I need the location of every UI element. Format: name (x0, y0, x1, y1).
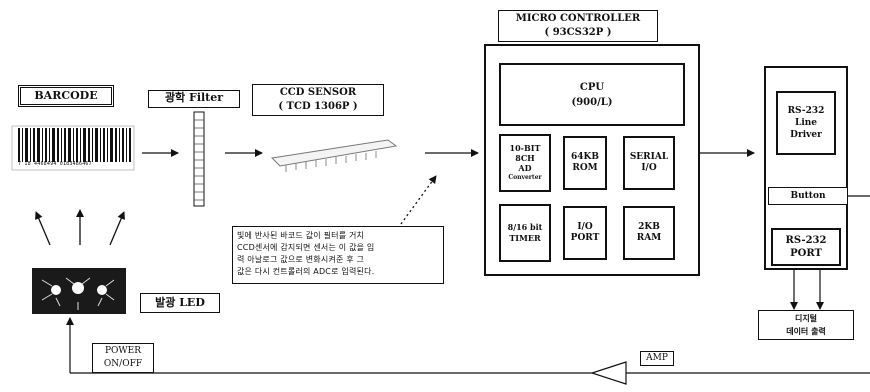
serial-io-block: SERIAL I/O (623, 136, 675, 190)
rs232-port: RS-232 PORT (771, 228, 841, 266)
amp-triangle (590, 361, 627, 385)
digital-output-label: 디지털 데이터 출력 (758, 310, 854, 340)
arrow-led-up-right (109, 211, 125, 246)
timer-title: TIMER (509, 233, 541, 243)
barcode-graphic (11, 125, 135, 171)
driver-line: RS-232 (787, 106, 825, 116)
io-sub: PORT (570, 233, 600, 243)
barcode-digits: 7 18 4468494 0183486467 (18, 161, 92, 167)
serial-title: SERIAL (629, 152, 669, 162)
button[interactable]: Button (768, 187, 848, 205)
optical-filter-label: 광학 Filter (148, 90, 240, 108)
ccd-sensor-label: CCD SENSOR ( TCD 1306P ) (252, 84, 384, 116)
note-line: 빛에 반사된 바코드 값이 필터를 거치 (237, 231, 365, 240)
port-sub: PORT (790, 248, 822, 259)
arrow-led-up-left (35, 211, 51, 246)
io-port-block: I/O PORT (563, 206, 607, 260)
power-switch-label[interactable]: POWER ON/OFF (92, 343, 154, 373)
digital-out-line: 디지털 (794, 314, 818, 323)
driver-line: Line (794, 118, 818, 128)
ccd-description-note: 빛에 반사된 바코드 값이 필터를 거치 CCD센서에 감지되면 센서는 이 값… (232, 226, 444, 284)
timer-bits: 8/16 bit (507, 222, 543, 232)
amp-label: AMP (640, 351, 674, 366)
cpu-title: CPU (579, 81, 605, 93)
ram-size: 2KB (638, 222, 660, 232)
note-line: 값은 다시 컨트롤러의 ADC로 입력된다. (237, 267, 375, 276)
note-pointer (397, 175, 437, 229)
mcu-label: MICRO CONTROLLER ( 93CS32P ) (498, 10, 658, 42)
ccd-sensor-title: CCD SENSOR (279, 87, 357, 98)
rom-type: ROM (572, 163, 598, 173)
led-graphic (32, 268, 126, 314)
cpu-block: CPU (900/L) (499, 63, 685, 126)
note-line: 력 아날로그 값으로 변화시켜준 후 그 (237, 255, 365, 264)
note-line: CCD센서에 감지되면 센서는 이 값을 입 (237, 243, 375, 252)
rs232-line-driver: RS-232 Line Driver (776, 91, 836, 155)
barcode-label: BARCODE (18, 85, 114, 107)
cpu-model: (900/L) (571, 96, 613, 108)
driver-line: Driver (790, 130, 822, 140)
power-line: ON/OFF (103, 359, 143, 369)
adc-line: 10-BIT (509, 143, 541, 153)
ram-block: 2KB RAM (623, 206, 675, 260)
timer-block: 8/16 bit TIMER (499, 204, 551, 262)
adc-line: Converter (508, 174, 542, 181)
ccd-chip-icon (270, 139, 398, 172)
power-line: POWER (104, 346, 142, 356)
ccd-sensor-model: ( TCD 1306P ) (278, 101, 358, 112)
port-title: RS-232 (785, 235, 827, 246)
rom-size: 64KB (571, 152, 599, 162)
adc-line: 8CH (515, 153, 535, 163)
io-title: I/O (577, 222, 593, 232)
adc-line: AD (518, 163, 532, 173)
filter-strip (193, 111, 205, 207)
digital-out-line: 데이터 출력 (786, 327, 826, 336)
led-label: 발광 LED (140, 293, 220, 313)
rom-block: 64KB ROM (563, 136, 607, 190)
serial-sub: I/O (641, 163, 657, 173)
mcu-title: MICRO CONTROLLER (515, 13, 641, 24)
ram-type: RAM (636, 233, 662, 243)
mcu-model: ( 93CS32P ) (544, 27, 612, 38)
adc-block: 10-BIT 8CH AD Converter (499, 134, 551, 192)
